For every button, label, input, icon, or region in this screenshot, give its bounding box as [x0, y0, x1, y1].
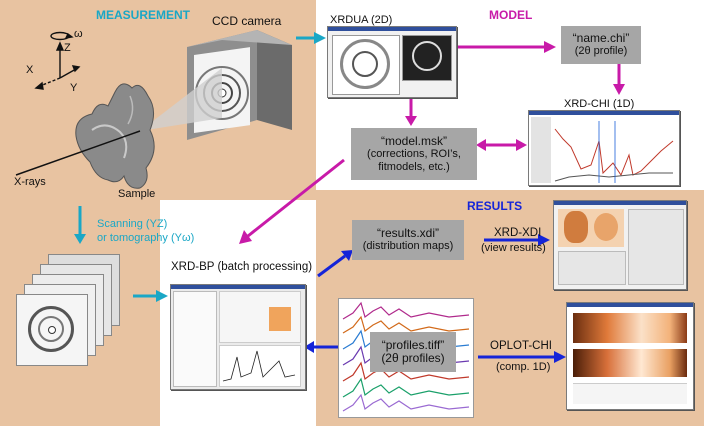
xrd-chi-label: XRD-CHI (1D)	[564, 98, 635, 110]
xrd-bp-window[interactable]	[170, 284, 306, 390]
oplot-window[interactable]	[566, 302, 694, 410]
xrays-label: X-rays	[14, 176, 46, 188]
diffraction-cone	[140, 68, 222, 131]
xrdua-window[interactable]	[327, 26, 457, 98]
xrd-xdi-window[interactable]	[553, 200, 687, 290]
sample-label: Sample	[118, 188, 156, 200]
oplot-label-2: (comp. 1D)	[496, 361, 551, 373]
section-title-results: RESULTS	[467, 199, 523, 213]
scanning-label-2: or tomography (Yω)	[97, 232, 195, 244]
results-xdi-box: “results.xdi” (distribution maps)	[352, 220, 464, 260]
model-msk-line3: fitmodels, etc.)	[378, 160, 450, 173]
axis-z-label: Z	[64, 42, 71, 54]
profiles-line2: (2θ profiles)	[381, 351, 445, 365]
axis-y-label: Y	[70, 82, 78, 94]
xrd-xdi-label-1: XRD-XDI	[494, 227, 542, 239]
xrd-xdi-label-2: (view results)	[481, 242, 546, 254]
xrd-chi-plot	[554, 121, 674, 183]
axis-omega-label: ω	[74, 28, 83, 40]
name-chi-box: “name.chi” (2θ profile)	[561, 26, 641, 64]
oplot-label-1: OPLOT-CHI	[490, 340, 552, 352]
name-chi-line1: “name.chi”	[572, 31, 630, 45]
model-msk-box: “model.msk” (corrections, ROI’s, fitmode…	[351, 128, 477, 180]
results-xdi-line2: (distribution maps)	[362, 240, 454, 252]
bp-to-xdi-arrow	[317, 254, 346, 278]
section-title-model: MODEL	[489, 8, 533, 22]
profiles-tiff-box: “profiles.tiff” (2θ profiles)	[370, 332, 456, 372]
msk-to-bp-arrow	[247, 158, 345, 238]
ccd-camera-label: CCD camera	[212, 14, 282, 28]
xrdua-label: XRDUA (2D)	[330, 14, 393, 26]
axis-x-label: X	[26, 64, 34, 76]
xrd-bp-plot	[222, 350, 296, 382]
xray-line	[15, 130, 141, 176]
model-msk-line2: (corrections, ROI’s,	[367, 147, 461, 160]
results-xdi-line1: “results.xdi”	[376, 226, 439, 240]
section-title-measurement: MEASUREMENT	[96, 8, 191, 22]
name-chi-line2: (2θ profile)	[574, 45, 628, 57]
xrd-bp-label: XRD-BP (batch processing)	[171, 261, 313, 273]
xrd-chi-window[interactable]	[528, 110, 680, 186]
model-msk-line1: “model.msk”	[380, 133, 447, 148]
sample-icon	[75, 83, 155, 189]
axes-icon	[34, 31, 81, 90]
scanning-label-1: Scanning (YZ)	[97, 218, 168, 230]
profiles-line1: “profiles.tiff”	[381, 338, 445, 352]
